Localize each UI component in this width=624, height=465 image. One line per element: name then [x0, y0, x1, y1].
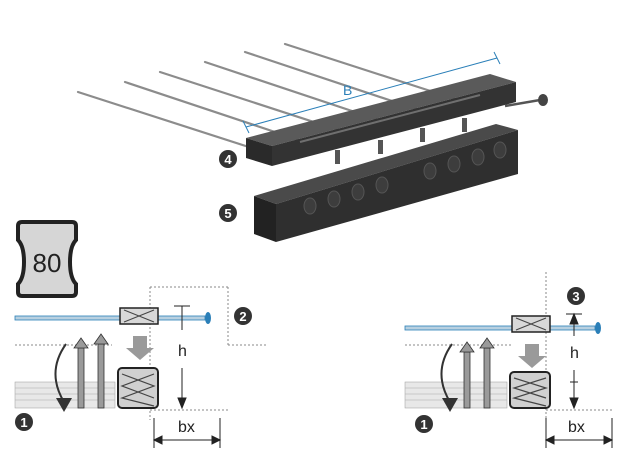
- svg-text:1: 1: [420, 417, 427, 432]
- right-motion-arrows: [440, 343, 453, 403]
- right-rod: [404, 322, 601, 334]
- left-curved-arrowhead: [56, 398, 72, 412]
- left-h-dimension: [174, 305, 190, 410]
- left-h-label: h: [178, 343, 187, 360]
- right-bx-dimension: [544, 418, 614, 448]
- svg-text:4: 4: [224, 152, 232, 167]
- svg-text:5: 5: [224, 206, 231, 221]
- left-frame-outline: [15, 286, 268, 420]
- left-down-arrow: [126, 336, 154, 360]
- svg-text:2: 2: [239, 309, 246, 324]
- lower-bar: [254, 118, 518, 242]
- dimension-b-label: B: [343, 82, 352, 98]
- marker-1-left: 1: [15, 413, 33, 431]
- lower-bar-knobs: [303, 141, 507, 215]
- left-motion-arrows: [54, 343, 67, 403]
- left-spring-block: [117, 367, 159, 409]
- marker-1-right: 1: [415, 415, 433, 433]
- right-bx-label: bx: [568, 419, 585, 436]
- marker-2: 2: [234, 307, 252, 325]
- left-clip-top: [119, 307, 159, 325]
- right-h-dimension: [566, 312, 582, 410]
- profile-80-badge: 80: [16, 220, 78, 298]
- left-detail: h bx 2 1: [14, 286, 268, 448]
- marker-5: 5: [219, 204, 237, 222]
- svg-text:80: 80: [33, 248, 62, 278]
- left-bx-dimension: [152, 418, 222, 448]
- right-clip-top: [511, 315, 551, 333]
- lower-bar-pegs: [335, 118, 467, 164]
- left-vertical-arrows: [73, 333, 109, 409]
- left-rod: [14, 312, 211, 324]
- right-down-arrow: [518, 344, 546, 368]
- right-vertical-arrows: [459, 337, 495, 409]
- upper-bar: [246, 74, 516, 166]
- right-frame-outline: [405, 272, 612, 420]
- right-spring-block: [509, 371, 551, 409]
- right-padding: [404, 381, 508, 409]
- right-detail: h bx 3 1: [404, 272, 614, 448]
- right-curved-arrowhead: [442, 398, 458, 412]
- svg-text:3: 3: [572, 289, 579, 304]
- exploded-view: B: [76, 42, 548, 242]
- right-h-label: h: [570, 345, 579, 362]
- dimension-b-line: [242, 51, 501, 134]
- marker-4: 4: [219, 150, 237, 168]
- left-bx-label: bx: [178, 419, 195, 436]
- marker-3: 3: [567, 287, 585, 305]
- svg-text:1: 1: [20, 415, 27, 430]
- screw: [504, 94, 548, 108]
